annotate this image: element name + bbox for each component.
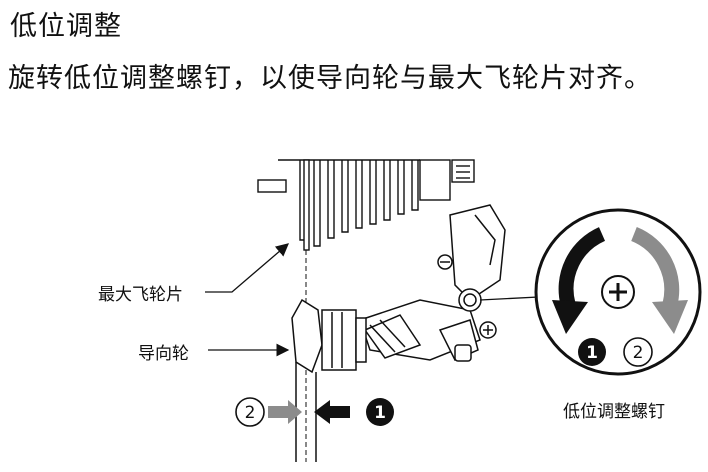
guide-pulley-label: 导向轮 — [138, 344, 189, 364]
left-marker-1-text: 1 — [374, 403, 386, 423]
largest-sprocket-label: 最大飞轮片 — [98, 285, 183, 305]
low-adjust-screw-label: 低位调整螺钉 — [563, 402, 665, 422]
guide-pulley — [291, 298, 367, 462]
screw-head-icon — [601, 275, 635, 309]
left-marker-2: 2 — [235, 397, 265, 427]
right-marker-2: 2 — [623, 337, 653, 367]
right-marker-1: 1 — [578, 338, 606, 366]
derailleur-body — [359, 204, 506, 362]
push-arrow-icon — [268, 400, 350, 424]
cassette — [257, 159, 475, 247]
rotation-arrow-icon — [552, 227, 688, 334]
right-marker-2-text: 2 — [633, 343, 644, 363]
instruction-text: 旋转低位调整螺钉，以使导向轮与最大飞轮片对齐。 — [8, 63, 652, 94]
right-marker-1-text: 1 — [586, 343, 598, 363]
sprocket-leader-arrow — [205, 243, 289, 293]
page-title: 低位调整 — [10, 11, 122, 42]
left-marker-2-text: 2 — [245, 403, 256, 423]
left-marker-1: 1 — [366, 398, 394, 426]
